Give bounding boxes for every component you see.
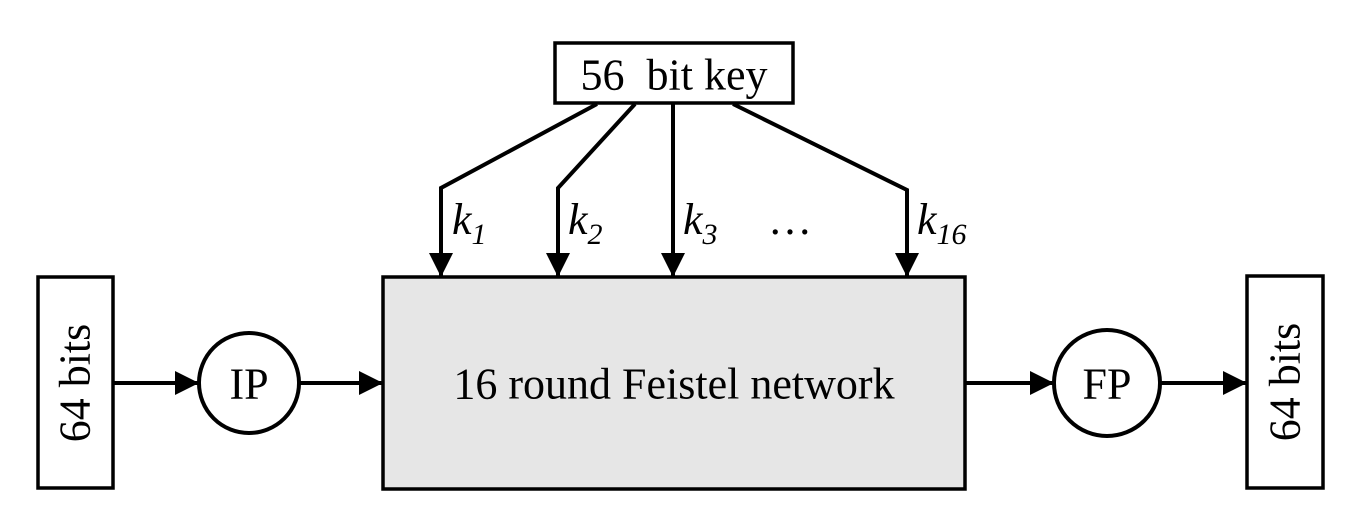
subkey-label-k2: k2: [568, 195, 603, 251]
subkey-label-k16: k16: [917, 195, 967, 251]
subkey-k3-sub: 3: [702, 218, 718, 251]
subkey-k1-sub: 1: [472, 218, 487, 251]
output-box: [1245, 274, 1325, 490]
subkey-k16-base: k: [917, 195, 938, 244]
subkey-label-k1: k1: [452, 195, 487, 251]
subkey-k2-base: k: [568, 195, 589, 244]
subkey-arrow-k2: [546, 102, 637, 277]
subkey-label-k3: k3: [683, 195, 718, 251]
fp-node: [1052, 328, 1162, 438]
feistel-box: [381, 275, 967, 491]
subkey-k1-base: k: [452, 195, 473, 244]
key-box: [553, 41, 795, 105]
output-box-label: 64 bits: [1261, 323, 1310, 442]
feistel-box-label: 16 round Feistel network: [453, 360, 894, 409]
subkey-ellipsis: …: [768, 195, 812, 244]
ip-node: [197, 331, 301, 435]
subkey-k3-base: k: [683, 195, 704, 244]
subkey-arrow-k1: [429, 102, 598, 277]
input-box-label: 64 bits: [51, 324, 100, 443]
ip-node-label: IP: [229, 360, 268, 409]
input-box: [36, 275, 115, 490]
subkey-k16-sub: 16: [937, 218, 967, 251]
subkey-arrow-k16: [732, 102, 919, 277]
fp-node-label: FP: [1083, 360, 1132, 409]
key-box-label: 56 bit key: [581, 51, 768, 100]
subkey-k2-sub: 2: [588, 218, 603, 251]
